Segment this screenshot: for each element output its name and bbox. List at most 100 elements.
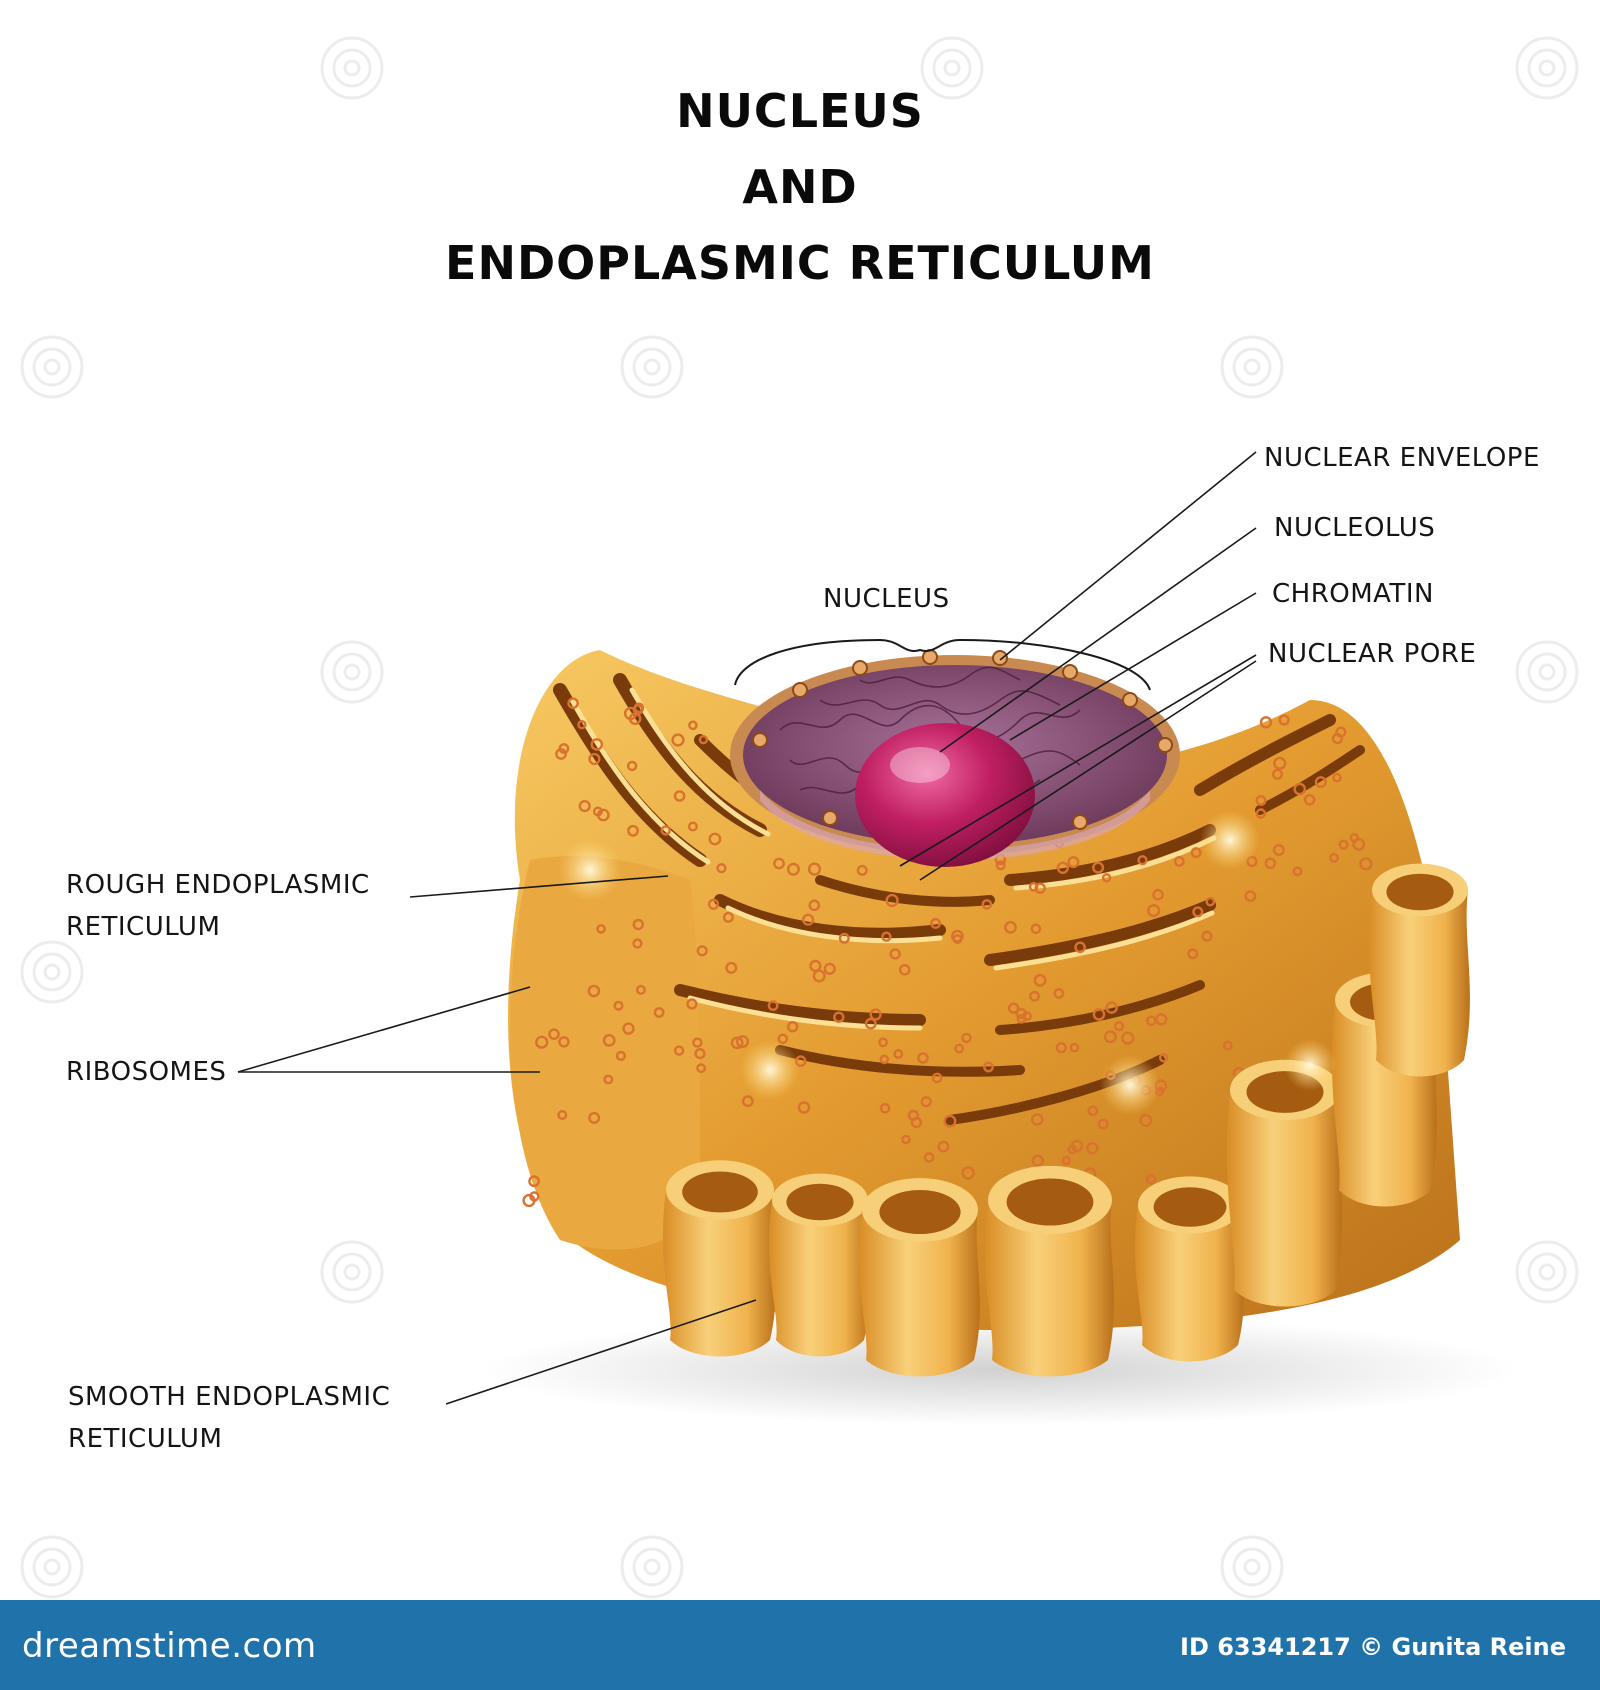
ribosome-dot	[983, 1061, 994, 1073]
label-chromatin: CHROMATIN	[1272, 579, 1434, 609]
ribosome-dot	[1335, 726, 1347, 738]
ribosome-dot	[1092, 861, 1105, 874]
leader-lines	[237, 451, 1257, 1405]
ribosome-dot	[696, 1063, 706, 1074]
ribosome-dot	[879, 1054, 890, 1065]
ribosome-dot	[1259, 716, 1273, 729]
ribosome-dot	[898, 964, 911, 976]
footer-logo[interactable]: dreamstime.com	[22, 1626, 317, 1666]
smooth-er-tube	[1134, 1176, 1244, 1362]
ribosome-dot	[1067, 856, 1080, 869]
ribosome-dot	[1158, 1053, 1169, 1063]
ribosome-dot	[1292, 866, 1303, 877]
ribosome-dot	[615, 1050, 627, 1062]
ribosome-dot	[535, 1035, 549, 1049]
ribosome-dot	[1121, 1031, 1135, 1045]
smooth-er-tube	[662, 1160, 776, 1357]
ribosome-dot	[1053, 988, 1065, 999]
footer-image-credit: ID 63341217 © Gunita Reine	[1180, 1633, 1566, 1661]
ribosome-dot	[587, 984, 601, 998]
label-nuclear-envelope: NUCLEAR ENVELOPE	[1264, 443, 1540, 473]
ribosome-dot	[920, 1096, 932, 1108]
ribosome-dot	[626, 760, 638, 772]
ribosome-dot	[1139, 1113, 1153, 1127]
label-rough-er: ROUGH ENDOPLASMIC RETICULUM	[66, 864, 370, 948]
ribosome-dot	[893, 1049, 904, 1059]
watermark-swirl-icon	[1220, 1535, 1284, 1599]
smooth-er-tube	[984, 1165, 1114, 1377]
ribosome-dot	[1004, 921, 1017, 934]
watermark-swirl-icon	[1515, 640, 1579, 704]
nucleolus	[855, 723, 1035, 867]
ribosome-dot	[1272, 844, 1285, 857]
ribosome-dot	[856, 864, 868, 876]
ribosome-dot	[1028, 882, 1039, 892]
ribosome-dot	[555, 748, 567, 760]
ribosome-dot	[801, 913, 815, 926]
ribosome-dot	[1264, 857, 1277, 870]
ribosome-dot	[686, 998, 698, 1010]
ribosome-dot	[660, 825, 671, 836]
ribosome-dot	[722, 911, 734, 923]
ribosome-dot	[696, 945, 708, 957]
ribosome-dot	[937, 1140, 950, 1153]
ribosome-dot	[1255, 795, 1267, 807]
ribosome-dot	[1147, 903, 1161, 918]
ribosome-dot	[548, 1028, 560, 1040]
ribosome-dot	[1103, 1030, 1117, 1044]
ribosome-dot	[1173, 856, 1185, 867]
ribosome-dot	[1303, 794, 1316, 806]
smooth-er-tube	[858, 1178, 980, 1377]
ribosome-dot	[1271, 768, 1283, 780]
ribosome-dot	[1101, 873, 1112, 883]
ribosome-dot	[730, 1036, 744, 1050]
ribosome-dot	[812, 969, 826, 983]
ribosome-dot	[1201, 930, 1213, 942]
ribosome-dot	[961, 1166, 975, 1180]
ribosome-dot	[901, 1134, 911, 1145]
ribosome-dot	[943, 1114, 957, 1128]
ribosome-dot	[557, 1109, 568, 1120]
watermark-swirl-icon	[620, 335, 684, 399]
watermark-swirl-icon	[320, 640, 384, 704]
label-nuclear-pore: NUCLEAR PORE	[1268, 639, 1477, 669]
ribosome-dot	[807, 862, 822, 876]
ribosome-dot	[1022, 1011, 1032, 1021]
ribosome-dot	[1031, 1154, 1045, 1167]
ribosome-dot	[632, 704, 644, 715]
ribosome-dot	[952, 934, 963, 945]
ribosome-dot	[1069, 1042, 1080, 1053]
ribosome-dot	[1007, 1002, 1020, 1014]
ribosome-dot	[1074, 941, 1086, 954]
ribosome-dot	[773, 857, 785, 870]
ribosome-dot	[879, 1103, 891, 1114]
ribosome-dot	[588, 1111, 601, 1124]
watermark-swirl-icon	[20, 335, 84, 399]
ribosome-dot	[613, 1000, 624, 1011]
ribosome-dot	[833, 1011, 845, 1023]
ribosome-dot	[1205, 896, 1216, 907]
label-smooth-er: SMOOTH ENDOPLASMIC RETICULUM	[68, 1376, 390, 1460]
ribosome-dot	[707, 898, 720, 910]
ribosome-dot	[1105, 1001, 1118, 1014]
rough-er-side-block	[510, 856, 700, 1250]
ribosome-dot	[787, 1020, 799, 1033]
ribosome-dot	[1329, 852, 1340, 863]
ribosome-dot	[1338, 839, 1349, 850]
ribosome-dot	[578, 799, 591, 813]
ribosome-dot	[671, 733, 685, 747]
ribosome-dot	[885, 893, 899, 908]
ribosome-dot	[910, 1116, 923, 1129]
ribosome-dot	[1145, 1174, 1157, 1185]
ribosome-dot	[725, 961, 738, 974]
watermark-swirl-icon	[1515, 1240, 1579, 1304]
ribosome-dot	[930, 917, 942, 929]
ribosome-dot	[596, 924, 606, 934]
ribosome-dot	[1087, 1105, 1099, 1117]
ribosome-dot	[809, 959, 822, 973]
ribosome-dot	[786, 862, 800, 876]
watermark-swirl-icon	[320, 1240, 384, 1304]
ribosome-dot	[558, 1036, 570, 1048]
ribosome-dot	[1359, 857, 1373, 871]
